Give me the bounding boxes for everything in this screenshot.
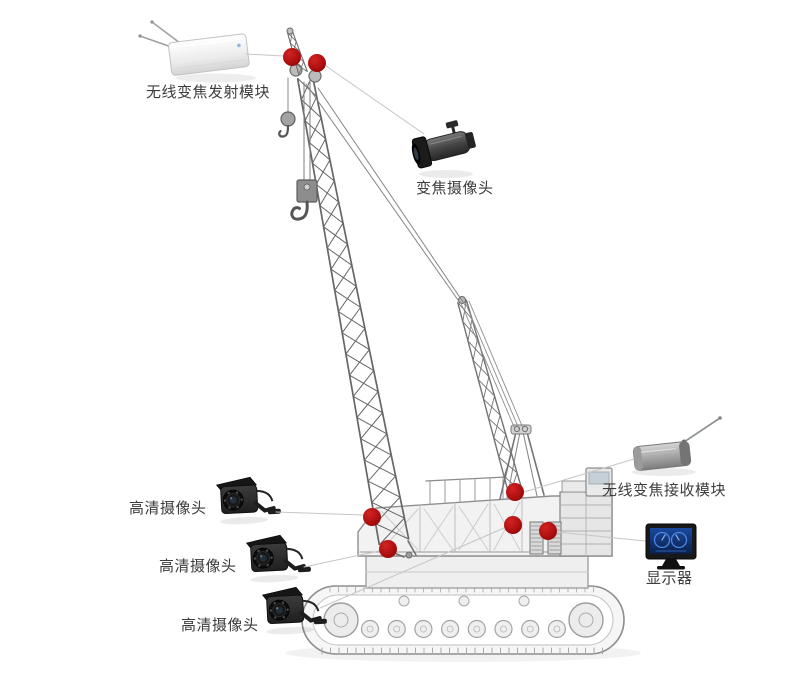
marker-hd-camera-1-position — [363, 508, 381, 526]
zoom-camera-image — [411, 120, 476, 178]
connector-transmitter — [245, 53, 284, 57]
marker-hd-camera-2-position — [379, 540, 397, 558]
position-markers — [283, 48, 557, 558]
label-zoom-camera: 变焦摄像头 — [416, 180, 494, 197]
connector-hd-camera-1 — [275, 511, 364, 516]
connector-hd-camera-3 — [319, 527, 505, 609]
marker-receiver-position — [506, 483, 524, 501]
crane-illustration — [278, 27, 641, 662]
hd-camera-2-image — [245, 534, 311, 583]
monitor-image — [645, 523, 697, 570]
device-images — [138, 20, 722, 635]
connector-lines — [245, 53, 646, 609]
marker-zoom-camera-position — [308, 54, 326, 72]
connector-receiver — [523, 458, 635, 493]
hd-camera-3-image — [261, 586, 327, 635]
hd-camera-1-image — [215, 476, 281, 525]
connector-monitor — [556, 531, 646, 542]
connector-zoom-camera — [325, 65, 425, 135]
connector-hd-camera-2 — [303, 550, 380, 568]
label-receiver: 无线变焦接收模块 — [602, 482, 727, 499]
transmitter-module-image — [138, 20, 256, 83]
label-transmitter: 无线变焦发射模块 — [146, 84, 271, 101]
label-monitor: 显示器 — [646, 570, 693, 587]
marker-hd-camera-3-position — [504, 516, 522, 534]
receiver-module-image — [632, 416, 722, 476]
label-hd-camera-2: 高清摄像头 — [159, 558, 237, 575]
marker-monitor-position — [539, 522, 557, 540]
label-hd-camera-3: 高清摄像头 — [181, 617, 259, 634]
marker-transmitter-position — [283, 48, 301, 66]
label-hd-camera-1: 高清摄像头 — [129, 500, 207, 517]
